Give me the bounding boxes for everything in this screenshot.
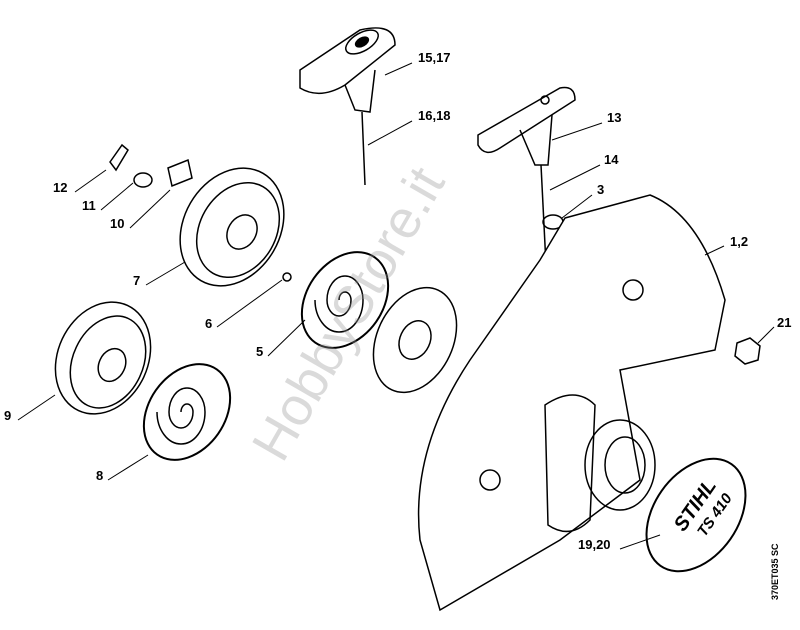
pawl-10 bbox=[167, 158, 193, 188]
label-11: 11 bbox=[82, 198, 96, 213]
label-7: 7 bbox=[133, 273, 141, 288]
label-19-20: 19,20 bbox=[578, 537, 611, 552]
screw-6 bbox=[282, 272, 292, 282]
label-12: 12 bbox=[53, 180, 68, 195]
label-6: 6 bbox=[205, 316, 213, 331]
label-8: 8 bbox=[96, 468, 104, 483]
label-16-18: 16,18 bbox=[418, 108, 451, 123]
label-14: 14 bbox=[604, 152, 619, 167]
rope-rotor-9 bbox=[54, 301, 152, 415]
rope-rotor-7 bbox=[179, 167, 285, 287]
drawing-code: 370ET035 SC bbox=[770, 543, 780, 600]
washer-11 bbox=[133, 172, 153, 188]
label-13: 13 bbox=[607, 110, 622, 125]
rewind-spring-5 bbox=[300, 251, 390, 349]
label-21: 21 bbox=[777, 315, 792, 330]
label-10: 10 bbox=[110, 216, 125, 231]
label-5: 5 bbox=[256, 344, 264, 359]
label-1-2: 1,2 bbox=[730, 234, 749, 249]
washer-disc bbox=[372, 286, 458, 394]
clip-12 bbox=[109, 143, 129, 172]
nut-21 bbox=[734, 337, 761, 365]
fan-housing-1-2 bbox=[417, 194, 726, 612]
leader-lines bbox=[17, 62, 775, 550]
label-3: 3 bbox=[597, 182, 605, 197]
rewind-spring-8 bbox=[142, 363, 232, 461]
label-9: 9 bbox=[4, 408, 12, 423]
starter-grip-15-17 bbox=[299, 27, 396, 186]
stihl-badge-19-20: STIHL TS 410 bbox=[645, 457, 747, 573]
label-15-17: 15,17 bbox=[418, 50, 451, 65]
